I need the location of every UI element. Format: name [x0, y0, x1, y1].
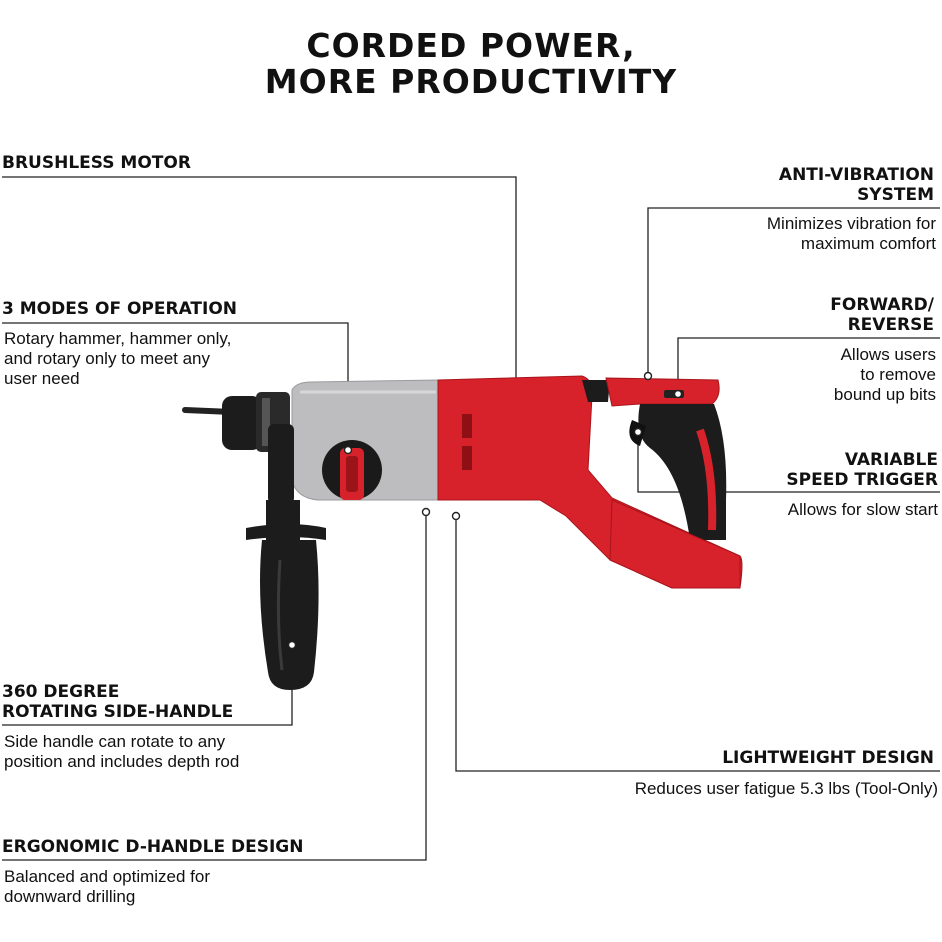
modes-description: Rotary hammer, hammer only, and rotary o… [4, 329, 231, 389]
forward-reverse-heading-line-2: REVERSE [847, 315, 934, 335]
anti-vibration-desc-line-1: Minimizes vibration for [766, 214, 936, 233]
side-handle-heading-line-2: ROTATING SIDE-HANDLE [2, 702, 234, 722]
leader-dots [287, 371, 683, 650]
trigger-description: Allows for slow start [787, 500, 938, 519]
forward-reverse-desc-line-1: Allows users [840, 345, 936, 364]
leader-forward-reverse [677, 337, 940, 394]
forward-reverse-heading-line-1: FORWARD/ [830, 295, 934, 315]
title-line-1: CORDED POWER, [306, 26, 636, 65]
d-handle-desc-line-1: Balanced and optimized for [4, 867, 211, 886]
modes-heading: 3 MODES OF OPERATION [2, 299, 238, 319]
leader-trigger [637, 432, 940, 493]
side-handle [246, 424, 326, 690]
mode-selector-knob [322, 440, 382, 500]
side-handle-desc-line-2: position and includes depth rod [4, 752, 240, 771]
trigger-heading: VARIABLE SPEED TRIGGER [786, 450, 938, 490]
lightweight-heading: LIGHTWEIGHT DESIGN [722, 748, 934, 768]
leader-anti-vibration [647, 207, 940, 376]
base-foot [609, 499, 741, 589]
brushless-motor-heading: BRUSHLESS MOTOR [2, 153, 191, 173]
title-line-2: MORE PRODUCTIVITY [264, 62, 678, 101]
anti-vibration-desc-line-2: maximum comfort [800, 234, 936, 253]
leader-d-handle [2, 512, 427, 861]
modes-desc-line-2: and rotary only to meet any [4, 349, 211, 368]
leader-brushless [2, 176, 517, 378]
leader-lines [2, 176, 940, 861]
page-title: CORDED POWER, MORE PRODUCTIVITY [0, 28, 942, 100]
anti-vibration-description: Minimizes vibration for maximum comfort [767, 214, 936, 254]
d-handle-top [605, 377, 720, 407]
side-handle-desc-line-1: Side handle can rotate to any [4, 732, 226, 751]
forward-reverse-desc-line-3: bound up bits [833, 385, 936, 404]
forward-reverse-description: Allows users to remove bound up bits [834, 345, 936, 405]
side-handle-heading-line-1: 360 DEGREE [2, 682, 120, 702]
side-handle-heading: 360 DEGREE ROTATING SIDE-HANDLE [2, 682, 233, 722]
trigger-heading-line-2: SPEED TRIGGER [786, 470, 938, 490]
forward-reverse-desc-line-2: to remove [860, 365, 936, 384]
d-handle-heading: ERGONOMIC D-HANDLE DESIGN [2, 837, 304, 857]
modes-desc-line-3: user need [4, 369, 80, 388]
anti-vibration-heading: ANTI-VIBRATION SYSTEM [779, 165, 934, 205]
modes-desc-line-1: Rotary hammer, hammer only, [4, 329, 232, 348]
anti-vibration-heading-line-2: SYSTEM [857, 185, 934, 205]
d-handle-desc-line-2: downward drilling [4, 887, 136, 906]
anti-vibration-arm [582, 380, 610, 402]
side-handle-description: Side handle can rotate to any position a… [4, 732, 239, 772]
d-handle-description: Balanced and optimized for downward dril… [4, 867, 210, 907]
lightweight-description: Reduces user fatigue 5.3 lbs (Tool-Only) [634, 779, 938, 798]
leader-lightweight [455, 516, 940, 772]
forward-reverse-heading: FORWARD/ REVERSE [830, 295, 934, 335]
anti-vibration-heading-line-1: ANTI-VIBRATION [778, 165, 934, 185]
trigger-heading-line-1: VARIABLE [844, 450, 938, 470]
